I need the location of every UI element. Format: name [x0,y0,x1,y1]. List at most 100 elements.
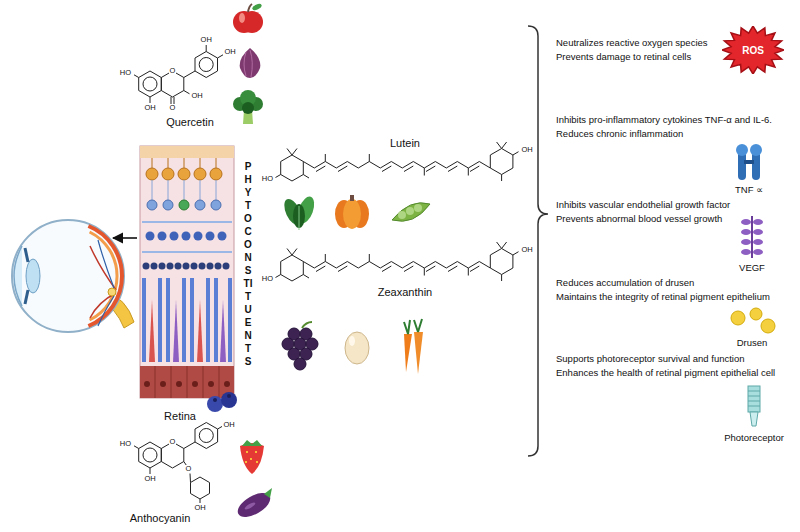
eggplant-icon [234,488,274,522]
vertical-heading: PHYTOCONSTITUENTS [243,160,253,368]
retina-illustration [166,278,170,362]
retina-illustration [146,168,222,180]
retina-illustration [146,232,227,241]
retina-illustration [173,300,226,362]
retina-illustration [152,158,153,168]
retina-illustration [207,263,214,270]
strawberry-icon [256,461,258,463]
egg-icon [345,332,369,364]
anthocyanin-structure [150,468,151,474]
carotenoid-structure [424,268,425,276]
spinach-icon [281,196,306,227]
retina-illustration [182,278,186,362]
grapes-icon [302,322,312,328]
spinach-icon [281,194,318,230]
carotenoid-structure [497,242,502,249]
retina-illustration [149,300,203,362]
retina-illustration [199,263,206,270]
broccoli-icon [233,90,263,124]
carotenoid-structure [338,166,347,172]
effect-group: Reduces accumulation of drusenMaintains … [556,276,794,304]
retina-illustration [142,221,232,223]
apple-icon [248,4,252,12]
vegf-icon [741,229,751,235]
photoreceptor-icon [748,391,760,392]
tnf-receptor-icon [744,160,754,164]
atom-label: HO [261,175,274,183]
anthocyanin-structure [143,448,157,462]
vegf-icon [753,229,763,235]
carotenoid-structure [303,275,309,279]
retina-illustration [195,200,205,210]
carotenoid-structure [303,162,490,169]
drusen-icon [731,311,745,325]
quercetin-structure [134,45,223,104]
carotenoid-structure [303,262,490,269]
atom-label: HO [119,440,132,448]
peas-icon [406,207,414,215]
eye-illustration [12,220,124,332]
part-label: Retina [164,410,196,423]
atom-label: OH [190,92,203,100]
retina-illustration [223,263,230,270]
atom-label: OH [223,48,236,56]
effect-group: Inhibits pro-inflammatory cytokines TNF-… [556,113,794,141]
anthocyanin-structure [134,446,139,449]
blueberry-icon [221,392,237,408]
eye-illustration [90,232,117,320]
carotenoid-structure [513,252,519,255]
anthocyanin-structure [134,423,223,504]
blueberry-icon [227,394,231,398]
blueberry-icon [207,392,237,412]
retina-illustration [155,366,156,398]
apple-icon [239,13,245,23]
carotenoid-structure [501,275,502,282]
peas-icon [414,204,422,212]
retina-illustration [206,232,215,241]
carotenoid-structure [513,152,519,155]
carotenoid-structure [502,242,507,249]
carotenoid-structure [490,149,513,175]
retina-illustration [194,232,203,241]
starburst-shape [722,26,784,74]
icon-label: VEGF [739,263,765,274]
drusen-icon [731,308,775,333]
retina-illustration [175,263,182,270]
pumpkin-icon [343,199,361,229]
apple-icon [233,3,263,33]
anthocyanin-structure [199,429,213,443]
carotenoid-structure [470,266,479,272]
retina-illustration [228,278,232,362]
carrot-icon [414,332,423,374]
effect-text: Maintains the integrity of retinal pigme… [556,290,794,304]
atom-label: HO [119,69,132,77]
carotenoid-structure [369,154,370,162]
retina-illustration [160,381,166,387]
retina-illustration [190,278,194,362]
quercetin-structure [184,91,190,94]
effect-group: Inhibits vascular endothelial growth fac… [556,198,794,226]
quercetin-structure [206,45,207,52]
vegf-icon [741,219,763,255]
eye-illustration [12,220,134,332]
retina-illustration [183,263,190,270]
vegf-icon [741,249,751,255]
vegf-icon [741,239,751,245]
retina-illustration [215,263,222,270]
carotenoid-structure [303,175,309,179]
effect-text: Prevents abnormal blood vessel growth [556,212,794,226]
retina-illustration [184,180,185,200]
effect-text: Reduces chronic inflammation [556,127,794,141]
retina-illustration [168,158,169,168]
starburst-node: ROS [722,26,784,74]
quercetin-structure [199,58,213,72]
retina-illustration [220,300,226,362]
retina-illustration [168,180,169,200]
retina-illustration [208,381,214,387]
carotenoid-structure [502,142,507,149]
quercetin-structure [143,77,157,91]
icon-label: Drusen [737,338,768,349]
carotenoid-structure [287,149,292,156]
retina-illustration [218,232,227,241]
quercetin-structure [139,71,162,97]
